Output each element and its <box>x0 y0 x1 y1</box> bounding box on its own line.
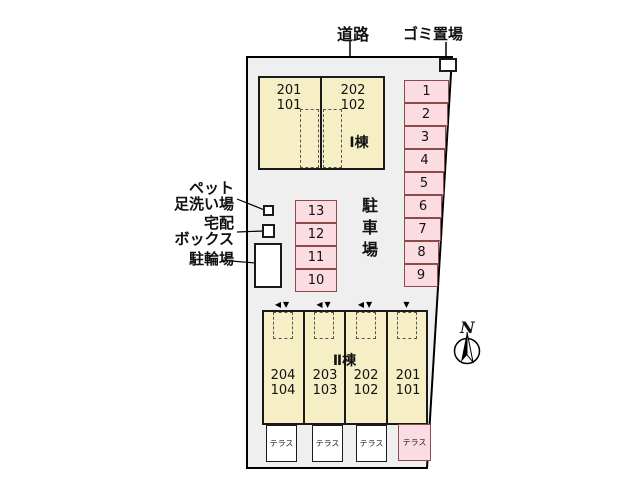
building-1-stair-right <box>323 109 342 168</box>
parking-stall: 11 <box>295 246 337 269</box>
building-2-unit-divider <box>303 310 305 425</box>
terrace-highlighted: テラス <box>398 424 431 461</box>
road-label: 道路 <box>337 25 370 44</box>
unit-number: 203 <box>312 368 338 383</box>
building-1-name: Ⅰ棟 <box>349 135 369 151</box>
unit-number: 202 <box>340 83 366 98</box>
unit-label: 202 102 <box>326 83 380 113</box>
garbage-label: ゴミ置場 <box>403 25 464 43</box>
delivery-leader-line <box>236 230 265 233</box>
unit-number: 204 <box>270 368 296 383</box>
building-2-unit-divider <box>386 310 388 425</box>
compass-icon <box>453 331 481 365</box>
parking-stall: 1 <box>404 80 449 103</box>
building-1-stair-left <box>300 109 319 168</box>
parking-stall: 10 <box>295 269 337 292</box>
parking-stall: 9 <box>404 264 438 287</box>
unit-number: 103 <box>312 383 338 398</box>
building-1-unit-divider <box>320 76 322 170</box>
parking-stall: 13 <box>295 200 337 223</box>
unit-label: 201 101 <box>262 83 316 113</box>
parking-stall: 8 <box>404 241 439 264</box>
unit-number: 104 <box>270 383 296 398</box>
parking-stall: 4 <box>404 149 445 172</box>
entry-marker-icon: ▼ <box>403 300 412 309</box>
unit-number: 202 <box>353 368 379 383</box>
terrace: テラス <box>312 425 343 462</box>
bicycle-parking-label: 駐輪場 <box>188 250 234 268</box>
pet-wash-box <box>263 205 274 216</box>
compass-north-label: N <box>460 318 475 337</box>
delivery-box <box>262 224 275 238</box>
unit-label: 204 104 <box>263 368 303 398</box>
unit-number: 101 <box>276 98 302 113</box>
unit-number: 201 <box>276 83 302 98</box>
unit-number: 102 <box>353 383 379 398</box>
parking-stall: 2 <box>404 103 448 126</box>
terrace: テラス <box>266 425 297 462</box>
entry-marker-icon: ◀▼ <box>357 300 375 309</box>
unit-label: 201 101 <box>388 368 428 398</box>
building-2-unit-divider <box>344 310 346 425</box>
unit-number: 201 <box>395 368 421 383</box>
building-2-entry <box>273 312 293 339</box>
parking-lot-label: 駐車場 <box>359 197 378 263</box>
entry-marker-icon: ◀▼ <box>274 300 292 309</box>
delivery-box-label: 宅配 ボックス <box>174 214 234 248</box>
terrace: テラス <box>356 425 387 462</box>
bicycle-parking-area <box>254 243 282 288</box>
unit-label: 203 103 <box>305 368 345 398</box>
pet-wash-leader-line <box>236 198 268 212</box>
pet-wash-label: ペット 足洗い場 <box>173 179 234 213</box>
parking-stall: 12 <box>295 223 337 246</box>
unit-label: 202 102 <box>346 368 386 398</box>
building-2-entry <box>356 312 376 339</box>
unit-number: 101 <box>395 383 421 398</box>
building-2-name: Ⅱ棟 <box>332 353 357 369</box>
parking-stall: 6 <box>404 195 442 218</box>
parking-stall: 5 <box>404 172 444 195</box>
building-2-entry <box>397 312 417 339</box>
garbage-area-box <box>439 58 457 72</box>
parking-stall: 3 <box>404 126 446 149</box>
building-2-entry <box>314 312 334 339</box>
bicycle-leader-line <box>230 260 257 264</box>
parking-stall: 7 <box>404 218 441 241</box>
entry-marker-icon: ◀▼ <box>316 300 333 309</box>
unit-number: 102 <box>340 98 366 113</box>
